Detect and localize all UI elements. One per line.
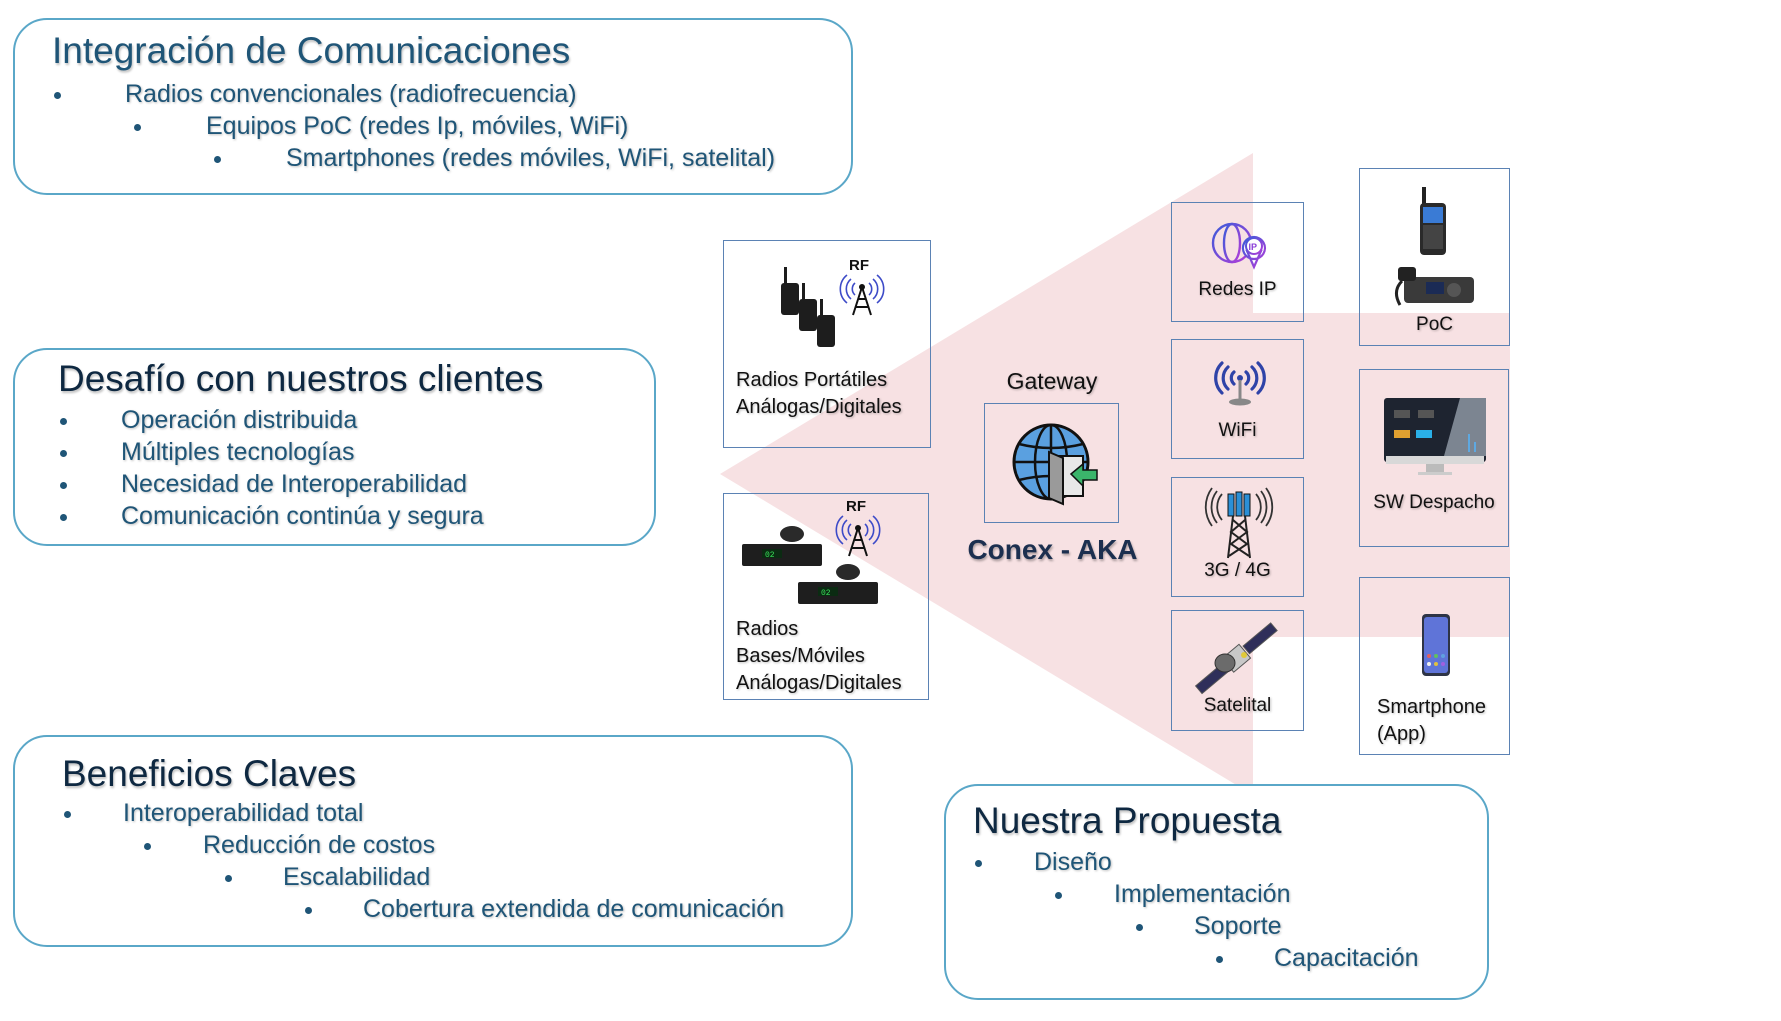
rf-tower-icon <box>835 515 881 557</box>
svg-text:IP: IP <box>1249 242 1258 252</box>
bullet-icon <box>60 514 67 521</box>
list-item: Múltiples tecnologías <box>58 438 354 467</box>
list-item: Equipos PoC (redes Ip, móviles, WiFi) <box>132 112 628 141</box>
tile-3g-4g-label: 3G / 4G <box>1204 560 1271 581</box>
tile-radios-portatiles: RF Radios Portátiles Análogas/Digitales <box>723 240 931 448</box>
bullet-icon <box>305 907 312 914</box>
bullet-icon <box>975 860 982 867</box>
panel-propuesta-title: Nuestra Propuesta <box>973 800 1282 841</box>
tile-satelital-label: Satelital <box>1203 695 1272 716</box>
handheld-radios-icon <box>781 267 835 347</box>
bullet-icon <box>134 124 141 131</box>
list-item: Necesidad de Interoperabilidad <box>58 470 467 499</box>
tile-radios-bases-label-1: Radios <box>736 618 799 640</box>
bullet-icon <box>1136 924 1143 931</box>
cell-tower-icon <box>1204 487 1274 559</box>
rf-badge: RF <box>846 498 866 515</box>
tile-3g-4g: 3G / 4G <box>1171 477 1304 597</box>
monitor-icon <box>1384 398 1486 475</box>
tile-radios-portatiles-label-1: Radios Portátiles <box>736 369 888 391</box>
globe-door-icon <box>1012 423 1098 506</box>
svg-text:02: 02 <box>765 551 775 560</box>
bullet-icon <box>54 92 61 99</box>
list-item: Operación distribuida <box>58 406 357 435</box>
list-item: Escalabilidad <box>223 863 430 892</box>
list-item: Reducción de costos <box>142 831 435 860</box>
bullet-icon <box>60 450 67 457</box>
list-item: Implementación <box>1053 880 1290 909</box>
tile-redes-ip: IP Redes IP <box>1171 202 1304 322</box>
tile-gateway <box>984 403 1119 523</box>
gateway-product-name: Conex - AKA <box>967 534 1138 565</box>
panel-desafio: Desafío con nuestros clientes Operación … <box>13 348 656 546</box>
rf-badge: RF <box>849 257 869 274</box>
panel-integracion-title: Integración de Comunicaciones <box>52 30 571 71</box>
smartphone-icon <box>1422 614 1450 676</box>
arrow-head <box>720 153 1253 795</box>
poc-radio-icon <box>1395 187 1474 306</box>
tile-radios-bases: 02 02 RF Radios Bases/Móviles Análogas/D… <box>723 493 929 700</box>
bullet-icon <box>64 811 71 818</box>
tile-wifi-label: WiFi <box>1218 420 1257 441</box>
bullet-icon <box>60 418 67 425</box>
rf-tower-icon <box>839 274 885 316</box>
panel-beneficios: Beneficios Claves Interoperabilidad tota… <box>13 735 853 947</box>
list-item: Diseño <box>973 848 1112 877</box>
tile-sw-despacho: SW Despacho <box>1359 369 1509 547</box>
bullet-icon <box>1055 892 1062 899</box>
bullet-icon <box>1216 956 1223 963</box>
tile-radios-bases-label-2: Bases/Móviles <box>736 645 865 667</box>
mobile-radios-icon: 02 02 <box>742 526 878 604</box>
panel-integracion: Integración de Comunicaciones Radios con… <box>13 18 853 195</box>
bullet-icon <box>214 156 221 163</box>
list-item: Cobertura extendida de comunicación <box>303 895 784 924</box>
wifi-icon <box>1214 361 1266 406</box>
list-item: Capacitación <box>1214 944 1419 973</box>
list-item: Interoperabilidad total <box>62 799 363 828</box>
tile-radios-bases-label-3: Análogas/Digitales <box>736 672 902 694</box>
svg-text:02: 02 <box>821 589 831 598</box>
tile-poc: PoC <box>1359 168 1510 346</box>
tile-redes-ip-label: Redes IP <box>1198 279 1277 300</box>
panel-desafio-title: Desafío con nuestros clientes <box>58 358 544 399</box>
ip-globe-icon: IP <box>1211 222 1267 270</box>
tile-smartphone-label-2: (App) <box>1377 723 1426 745</box>
tile-wifi: WiFi <box>1171 339 1304 459</box>
arrow-body <box>1253 313 1510 637</box>
list-item: Soporte <box>1134 912 1282 941</box>
panel-beneficios-title: Beneficios Claves <box>62 753 357 794</box>
list-item: Smartphones (redes móviles, WiFi, sateli… <box>212 144 775 173</box>
bullet-icon <box>60 482 67 489</box>
gateway-title: Gateway <box>1006 368 1098 394</box>
list-item: Radios convencionales (radiofrecuencia) <box>52 80 577 109</box>
tile-satelital: Satelital <box>1171 610 1304 731</box>
tile-smartphone: Smartphone (App) <box>1359 577 1510 755</box>
list-item: Comunicación continúa y segura <box>58 502 484 531</box>
tile-smartphone-label-1: Smartphone <box>1377 696 1486 718</box>
tile-sw-despacho-label: SW Despacho <box>1373 492 1495 513</box>
tile-radios-portatiles-label-2: Análogas/Digitales <box>736 396 902 418</box>
panel-propuesta: Nuestra Propuesta Diseño Implementación … <box>944 784 1489 1000</box>
satellite-icon <box>1194 622 1278 695</box>
bullet-icon <box>225 875 232 882</box>
bullet-icon <box>144 843 151 850</box>
tile-poc-label: PoC <box>1416 314 1453 335</box>
